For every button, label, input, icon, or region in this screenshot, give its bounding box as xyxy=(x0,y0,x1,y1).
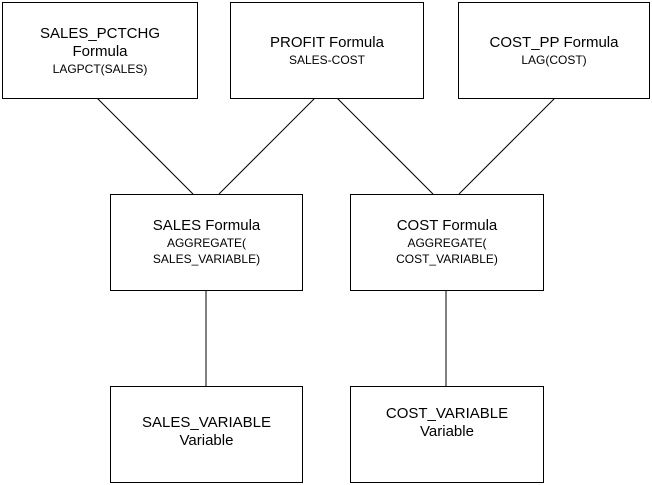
sales-variable-title: SALES_VARIABLE xyxy=(142,414,271,431)
edge-cost-pp-to-cost xyxy=(458,97,556,195)
cost-title: COST Formula xyxy=(396,217,498,234)
sales-expression-line2: SALES_VARIABLE) xyxy=(152,252,261,266)
sales-variable-box: SALES_VARIABLE Variable xyxy=(110,386,303,483)
edge-profit-to-sales xyxy=(218,97,316,195)
cost-variable-type: Variable xyxy=(420,423,474,440)
cost-variable-title: COST_VARIABLE xyxy=(385,405,509,422)
cost-pp-title: COST_PP Formula xyxy=(489,34,619,51)
sales-pctchg-title: SALES_PCTCHG xyxy=(39,25,161,42)
sales-expression-line1: AGGREGATE( xyxy=(166,236,247,250)
sales-pctchg-expression: LAGPCT(SALES) xyxy=(52,62,148,76)
sales-title: SALES Formula xyxy=(152,217,261,234)
profit-formula-box: PROFIT Formula SALES-COST xyxy=(230,2,424,99)
sales-formula-box: SALES Formula AGGREGATE( SALES_VARIABLE) xyxy=(110,194,303,291)
edge-sales-pctchg-to-sales xyxy=(96,97,194,195)
edge-profit-to-cost xyxy=(336,97,434,195)
cost-expression-line2: COST_VARIABLE) xyxy=(396,252,498,266)
sales-pctchg-formula-box: SALES_PCTCHG Formula LAGPCT(SALES) xyxy=(2,2,198,99)
sales-pctchg-type: Formula xyxy=(72,43,128,60)
cost-expression-line1: AGGREGATE( xyxy=(407,236,487,250)
cost-formula-box: COST Formula AGGREGATE( COST_VARIABLE) xyxy=(350,194,544,291)
sales-variable-type: Variable xyxy=(179,432,234,449)
cost-variable-box: COST_VARIABLE Variable xyxy=(350,386,544,483)
cost-pp-formula-box: COST_PP Formula LAG(COST) xyxy=(458,2,650,99)
profit-expression: SALES-COST xyxy=(288,53,366,67)
cost-pp-expression: LAG(COST) xyxy=(521,53,587,67)
profit-title: PROFIT Formula xyxy=(270,34,384,51)
